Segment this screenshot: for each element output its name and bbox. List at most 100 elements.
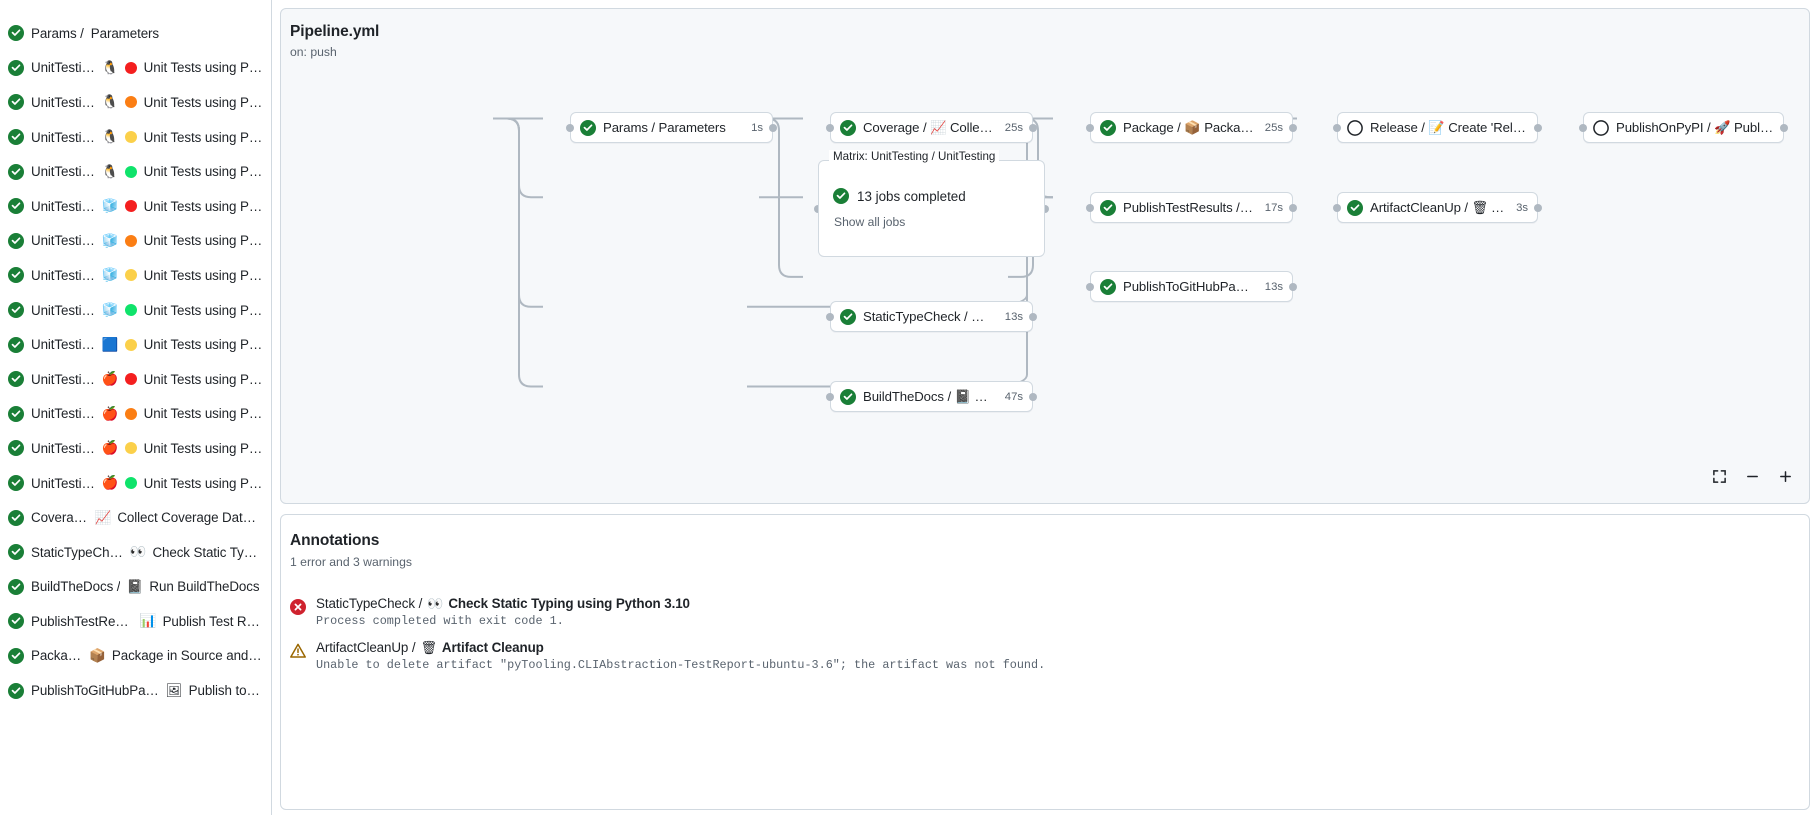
sidebar-job-item[interactable]: Params / Parameters bbox=[0, 16, 271, 51]
graph-node-label: BuildTheDocs / 📓 Run Buil... bbox=[863, 389, 994, 405]
sidebar-job-item[interactable]: Package / 📦Package in Source and Wh... bbox=[0, 639, 271, 674]
sidebar-job-item[interactable]: UnitTesting / 🧊Unit Tests using Pyth... bbox=[0, 224, 271, 259]
sidebar-job-name: Unit Tests using Pyth... bbox=[144, 476, 263, 491]
sidebar-job-name: Collect Coverage Data usi... bbox=[117, 510, 263, 525]
barchart-icon: 📊 bbox=[141, 614, 156, 629]
main-content: Pipeline.yml on: push bbox=[272, 0, 1818, 815]
sidebar-job-item[interactable]: UnitTesting / 🧊Unit Tests using Pyth... bbox=[0, 293, 271, 328]
sidebar-job-prefix: UnitTesting / bbox=[31, 372, 96, 387]
sidebar-job-item[interactable]: UnitTesting / 🍎Unit Tests using Pyth... bbox=[0, 362, 271, 397]
success-check-icon bbox=[8, 683, 24, 699]
success-check-icon bbox=[840, 309, 856, 325]
penguin-icon: 🐧 bbox=[103, 164, 118, 179]
node-port-in bbox=[826, 393, 834, 401]
sidebar-job-item[interactable]: BuildTheDocs / 📓Run BuildTheDocs bbox=[0, 570, 271, 605]
zoom-out-button[interactable] bbox=[1741, 465, 1763, 487]
sidebar-job-item[interactable]: UnitTesting / 🧊Unit Tests using Pyth... bbox=[0, 189, 271, 224]
node-port-in bbox=[566, 124, 574, 132]
cube-icon: 🧊 bbox=[103, 268, 118, 283]
sidebar-job-item[interactable]: UnitTesting / 🍎Unit Tests using Pyth... bbox=[0, 397, 271, 432]
graph-node-package[interactable]: Package / 📦 Package in So...25s bbox=[1090, 112, 1293, 143]
graph-node-testres[interactable]: PublishTestResults / 📊 Pu...17s bbox=[1090, 192, 1293, 223]
graph-node-label: ArtifactCleanUp / 🗑 Artifac... bbox=[1370, 200, 1505, 216]
sidebar-job-item[interactable]: PublishToGitHubPages / 🖼Publish to G... bbox=[0, 673, 271, 708]
success-check-icon bbox=[8, 510, 24, 526]
sidebar-job-name: Unit Tests using Pyth... bbox=[144, 337, 263, 352]
matrix-summary-row[interactable]: 13 jobs completed bbox=[833, 188, 1030, 204]
sidebar-job-prefix: UnitTesting / bbox=[31, 60, 96, 75]
graph-node-docs[interactable]: BuildTheDocs / 📓 Run Buil... 47s bbox=[830, 381, 1033, 412]
annotation-message: Process completed with exit code 1. bbox=[316, 614, 690, 628]
graph-node-duration: 13s bbox=[1005, 311, 1023, 323]
node-port-out bbox=[1029, 313, 1037, 321]
sidebar-job-name: Unit Tests using Pyth... bbox=[144, 199, 263, 214]
annotation-title: StaticTypeCheck / 👀Check Static Typing u… bbox=[316, 596, 690, 611]
sidebar-job-item[interactable]: UnitTesting / 🟦Unit Tests using Pyth... bbox=[0, 327, 271, 362]
success-check-icon bbox=[8, 406, 24, 422]
graph-node-cleanup[interactable]: ArtifactCleanUp / 🗑 Artifac... 3s bbox=[1337, 192, 1538, 223]
graph-node-label: PublishOnPyPI / 🚀 Publish to ... bbox=[1616, 120, 1774, 136]
python-version-dot bbox=[125, 200, 137, 212]
python-version-dot bbox=[125, 96, 137, 108]
graph-canvas[interactable]: Params / Parameters 1s Coverage / 📈 Collec… bbox=[281, 9, 1809, 503]
warning-icon bbox=[290, 640, 306, 672]
graph-node-duration: 47s bbox=[1005, 391, 1023, 403]
matrix-jobs-completed: 13 jobs completed bbox=[857, 189, 966, 204]
node-port-out bbox=[1289, 124, 1297, 132]
success-check-icon bbox=[8, 579, 24, 595]
node-port-in bbox=[1086, 204, 1094, 212]
sidebar-job-prefix: UnitTesting / bbox=[31, 441, 96, 456]
sidebar-job-item[interactable]: UnitTesting / 🐧Unit Tests using Pyth... bbox=[0, 120, 271, 155]
graph-node-duration: 25s bbox=[1005, 122, 1023, 134]
annotations-card: Annotations 1 error and 3 warnings Stati… bbox=[280, 514, 1810, 810]
chart-icon: 📈 bbox=[95, 510, 110, 525]
graph-node-duration: 1s bbox=[751, 122, 763, 134]
node-port-in bbox=[1579, 124, 1587, 132]
sidebar-job-item[interactable]: StaticTypeCheck / 👀Check Static Typing..… bbox=[0, 535, 271, 570]
sidebar-job-prefix: UnitTesting / bbox=[31, 130, 96, 145]
penguin-icon: 🐧 bbox=[103, 130, 118, 145]
graph-node-coverage[interactable]: Coverage / 📈 Collect Cove...25s bbox=[830, 112, 1033, 143]
sidebar-job-item[interactable]: UnitTesting / 🐧Unit Tests using Pyth... bbox=[0, 85, 271, 120]
graph-zoom-controls[interactable] bbox=[1708, 465, 1796, 487]
graph-edges bbox=[281, 9, 1809, 503]
graph-node-params[interactable]: Params / Parameters 1s bbox=[570, 112, 773, 143]
success-check-icon bbox=[8, 337, 24, 353]
matrix-group-unittesting[interactable]: Matrix: UnitTesting / UnitTesting 13 job… bbox=[818, 160, 1045, 257]
sidebar-job-item[interactable]: UnitTesting / 🐧Unit Tests using Pyth... bbox=[0, 154, 271, 189]
jobs-sidebar[interactable]: Params / ParametersUnitTesting / 🐧Unit T… bbox=[0, 0, 272, 815]
success-check-icon bbox=[8, 233, 24, 249]
node-port-in bbox=[1086, 124, 1094, 132]
annotation-row[interactable]: ArtifactCleanUp / 🗑Artifact CleanupUnabl… bbox=[281, 634, 1809, 678]
graph-node-label: Params / Parameters bbox=[603, 120, 740, 135]
graph-node-typecheck[interactable]: StaticTypeCheck / 👀 Chec...13s bbox=[830, 301, 1033, 332]
annotations-list: StaticTypeCheck / 👀Check Static Typing u… bbox=[281, 590, 1809, 678]
success-check-icon bbox=[8, 648, 24, 664]
sidebar-job-item[interactable]: UnitTesting / 🍎Unit Tests using Pyth... bbox=[0, 431, 271, 466]
sidebar-job-name: Unit Tests using Pyth... bbox=[144, 372, 263, 387]
annotation-row[interactable]: StaticTypeCheck / 👀Check Static Typing u… bbox=[281, 590, 1809, 634]
graph-node-release[interactable]: Release / 📝 Create 'Release P... bbox=[1337, 112, 1538, 143]
penguin-icon: 🐧 bbox=[103, 60, 118, 75]
sidebar-job-item[interactable]: PublishTestResults / 📊Publish Test Resu.… bbox=[0, 604, 271, 639]
python-version-dot bbox=[125, 442, 137, 454]
sidebar-job-item[interactable]: Coverage / 📈Collect Coverage Data usi... bbox=[0, 500, 271, 535]
sidebar-job-item[interactable]: UnitTesting / 🐧Unit Tests using Pyth... bbox=[0, 51, 271, 86]
eyes-icon: 👀 bbox=[427, 597, 443, 610]
graph-node-pypi[interactable]: PublishOnPyPI / 🚀 Publish to ... bbox=[1583, 112, 1784, 143]
trash-icon: 🗑 bbox=[421, 641, 437, 654]
graph-node-duration: 3s bbox=[1516, 202, 1528, 214]
graph-node-ghpages[interactable]: PublishToGitHubPages / 🖼 ...13s bbox=[1090, 271, 1293, 302]
python-version-dot bbox=[125, 304, 137, 316]
sidebar-job-name: Unit Tests using Pyth... bbox=[144, 233, 263, 248]
success-check-icon bbox=[8, 613, 24, 629]
sidebar-job-prefix: UnitTesting / bbox=[31, 476, 96, 491]
node-port-in bbox=[1333, 204, 1341, 212]
sidebar-job-item[interactable]: UnitTesting / 🧊Unit Tests using Pyth... bbox=[0, 258, 271, 293]
sidebar-job-item[interactable]: UnitTesting / 🍎Unit Tests using Pyth... bbox=[0, 466, 271, 501]
success-check-icon bbox=[580, 120, 596, 136]
zoom-in-button[interactable] bbox=[1774, 465, 1796, 487]
show-all-jobs-link[interactable]: Show all jobs bbox=[834, 215, 1030, 229]
fullscreen-icon[interactable] bbox=[1708, 465, 1730, 487]
graph-node-duration: 25s bbox=[1265, 122, 1283, 134]
